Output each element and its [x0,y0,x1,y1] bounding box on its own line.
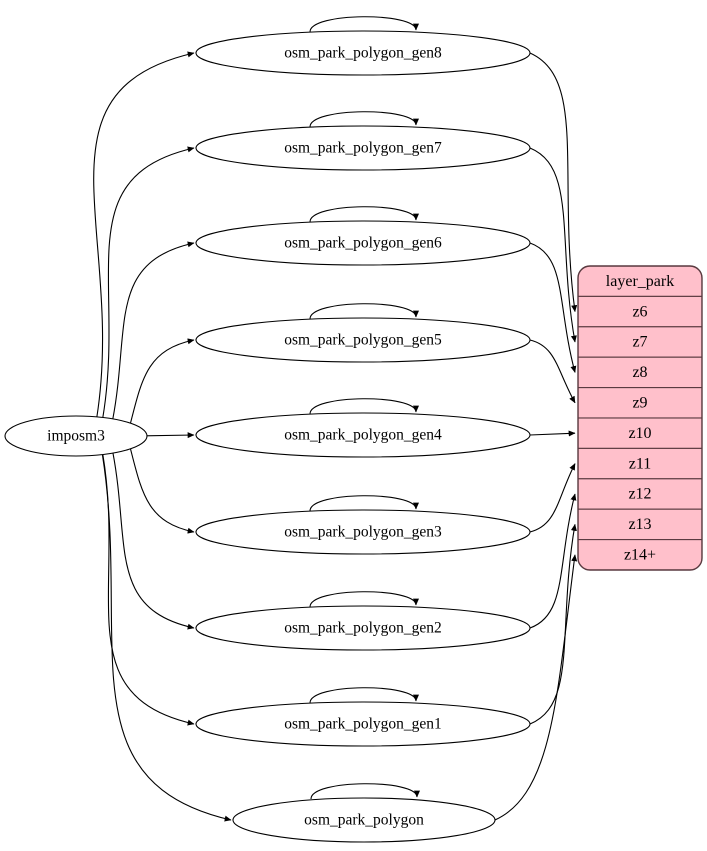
node-gen5[interactable]: osm_park_polygon_gen5 [195,317,531,363]
edge-gen2-to-z12 [529,493,577,629]
layer-park-row-label-z6: z6 [632,303,647,320]
self-loop-gen4 [309,398,419,415]
layer-park-row-z10[interactable] [578,417,702,449]
node-ellipse-gen6[interactable] [195,220,531,266]
layer-park-border [577,265,703,571]
node-gen2[interactable]: osm_park_polygon_gen2 [195,605,531,651]
edge-imposm3-to-gen1 [102,454,195,726]
layer-park-row-label-z10: z10 [628,425,651,442]
layer-park-row-label-z12: z12 [628,486,651,503]
node-gen1[interactable]: osm_park_polygon_gen1 [195,701,531,747]
self-loop-gen6 [309,206,419,223]
self-loop-gen8 [309,16,419,33]
node-label-gen4: osm_park_polygon_gen4 [284,427,442,444]
node-label-gen8: osm_park_polygon_gen8 [284,45,442,62]
node-ellipse-gen1[interactable] [195,701,531,747]
self-loop-gen7 [309,111,419,128]
edge-imposm3-to-gen2 [112,452,195,630]
node-label-gen7: osm_park_polygon_gen7 [284,140,442,157]
self-loop-gen2 [309,591,419,608]
layer-park-row-z7[interactable] [578,326,702,358]
edges-to-layer-park [494,52,578,821]
edge-gen1-to-z13 [529,523,577,725]
node-label-gen2: osm_park_polygon_gen2 [284,620,442,637]
node-imposm3[interactable]: imposm3 [4,415,148,457]
edge-gen5-to-z9 [529,339,576,404]
layer-park-row-z12[interactable] [578,478,702,510]
layer-park-row-z9[interactable] [578,387,702,419]
layer-park-row-label-z9: z9 [632,394,647,411]
edge-gen3-to-z11 [529,463,576,533]
node-ellipse-base[interactable] [232,797,496,843]
self-loop-gen3 [309,495,419,512]
edge-imposm3-to-gen6 [112,241,195,420]
node-label-gen1: osm_park_polygon_gen1 [284,716,442,733]
node-label-gen5: osm_park_polygon_gen5 [284,332,442,349]
ellipse-nodes: osm_park_polygon_gen8 osm_park_polygon_ge… [195,30,531,843]
layer-park-row-label-z8: z8 [632,364,647,381]
node-gen7[interactable]: osm_park_polygon_gen7 [195,125,531,171]
self-loop-base [310,783,420,800]
self-loop-edges [309,16,420,800]
node-ellipse-gen5[interactable] [195,317,531,363]
node-ellipse-gen2[interactable] [195,605,531,651]
edge-imposm3-to-gen5 [129,338,195,424]
node-gen3[interactable]: osm_park_polygon_gen3 [195,509,531,555]
layer-park-rows [578,266,702,570]
self-loop-gen1 [309,687,419,704]
node-gen4[interactable]: osm_park_polygon_gen4 [195,412,531,458]
edge-gen6-to-z8 [529,242,577,373]
layer-park-row-label-z13: z13 [628,516,651,533]
layer-park-title: layer_park [606,273,674,290]
node-ellipse-gen4[interactable] [195,412,531,458]
layer-park-row-z13[interactable] [578,508,702,541]
node-ellipse-gen7[interactable] [195,125,531,171]
edge-gen4-to-z10 [529,430,576,437]
node-ellipse-gen3[interactable] [195,509,531,555]
edge-imposm3-to-base [101,454,232,822]
node-label-gen6: osm_park_polygon_gen6 [284,235,442,252]
node-label-base: osm_park_polygon [304,812,424,829]
layer-park-row-label-z11: z11 [629,455,652,472]
source-node-group: imposm3 [4,415,148,457]
edge-imposm3-to-gen8 [93,51,195,418]
node-label-imposm3: imposm3 [47,428,105,445]
edge-imposm3-to-gen7 [102,146,195,418]
node-label-gen3: osm_park_polygon_gen3 [284,524,442,541]
node-gen6[interactable]: osm_park_polygon_gen6 [195,220,531,266]
edge-base-to-z14+ [494,554,578,821]
layer-park-row-label-z14+: z14+ [624,546,656,563]
edge-gen7-to-z7 [529,147,577,343]
edge-gen8-to-z6 [529,52,578,313]
node-gen8[interactable]: osm_park_polygon_gen8 [195,30,531,76]
node-ellipse-imposm3[interactable] [4,415,148,457]
layer-park-row-z11[interactable] [578,447,702,480]
layer-park-table: layer_park z6 z7 z8 z9 z10 z11 z12 z13 z14+ [577,265,703,571]
edge-imposm3-to-gen3 [129,448,195,534]
self-loop-gen5 [309,303,419,320]
layer-park-row-z14+[interactable] [578,539,702,570]
layer-park-row-label-z7: z7 [632,334,647,351]
edge-imposm3-to-gen4 [145,432,195,439]
edges-from-imposm3 [93,51,232,822]
node-ellipse-gen8[interactable] [195,30,531,76]
node-base[interactable]: osm_park_polygon [232,797,496,843]
